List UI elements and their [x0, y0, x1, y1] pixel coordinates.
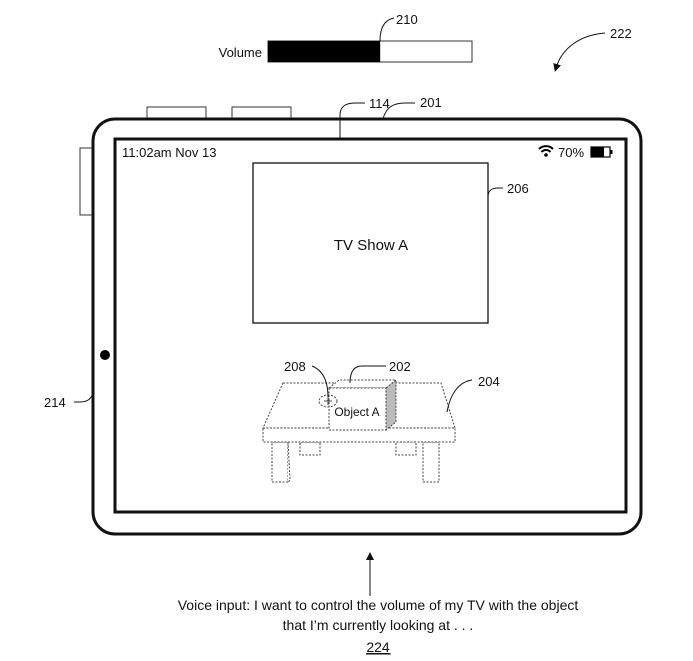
top-button-2[interactable] — [231, 106, 292, 120]
ref-208: 208 — [284, 359, 306, 374]
object-label: Object A — [334, 405, 379, 419]
ref-204: 204 — [478, 374, 500, 389]
leader-222 — [553, 32, 606, 72]
ref-201: 201 — [420, 95, 442, 110]
tv-show-window[interactable] — [252, 162, 489, 324]
wifi-icon — [538, 145, 554, 157]
ref-114: 114 — [369, 96, 390, 111]
battery-icon — [590, 146, 613, 158]
leader-204 — [446, 379, 473, 413]
tv-show-title: TV Show A — [334, 237, 408, 254]
volume-fill — [268, 41, 381, 62]
voice-input-line2: that I’m currently looking at . . . — [283, 617, 474, 633]
ref-224: 224 — [366, 639, 390, 655]
status-time-date: 11:02am Nov 13 — [122, 145, 216, 160]
leader-208 — [311, 365, 329, 398]
ref-214: 214 — [44, 395, 66, 410]
ref-206: 206 — [507, 181, 529, 196]
voice-input-line1: Voice input: I want to control the volum… — [178, 597, 579, 613]
leader-214 — [74, 355, 94, 403]
top-button-1[interactable] — [146, 106, 207, 120]
volume-label: Volume — [219, 45, 262, 60]
leader-206 — [487, 187, 503, 205]
side-button[interactable] — [79, 147, 94, 216]
leader-114 — [339, 102, 365, 139]
leader-210 — [379, 17, 395, 42]
ref-222: 222 — [610, 26, 632, 41]
leader-202 — [349, 365, 386, 384]
ref-202: 202 — [389, 359, 411, 374]
home-button[interactable] — [100, 350, 110, 360]
object-a[interactable]: Object A — [327, 378, 398, 432]
ref-210: 210 — [396, 12, 418, 27]
leader-201 — [382, 102, 415, 120]
volume-slider[interactable] — [267, 40, 473, 63]
battery-percent: 70% — [558, 145, 584, 160]
